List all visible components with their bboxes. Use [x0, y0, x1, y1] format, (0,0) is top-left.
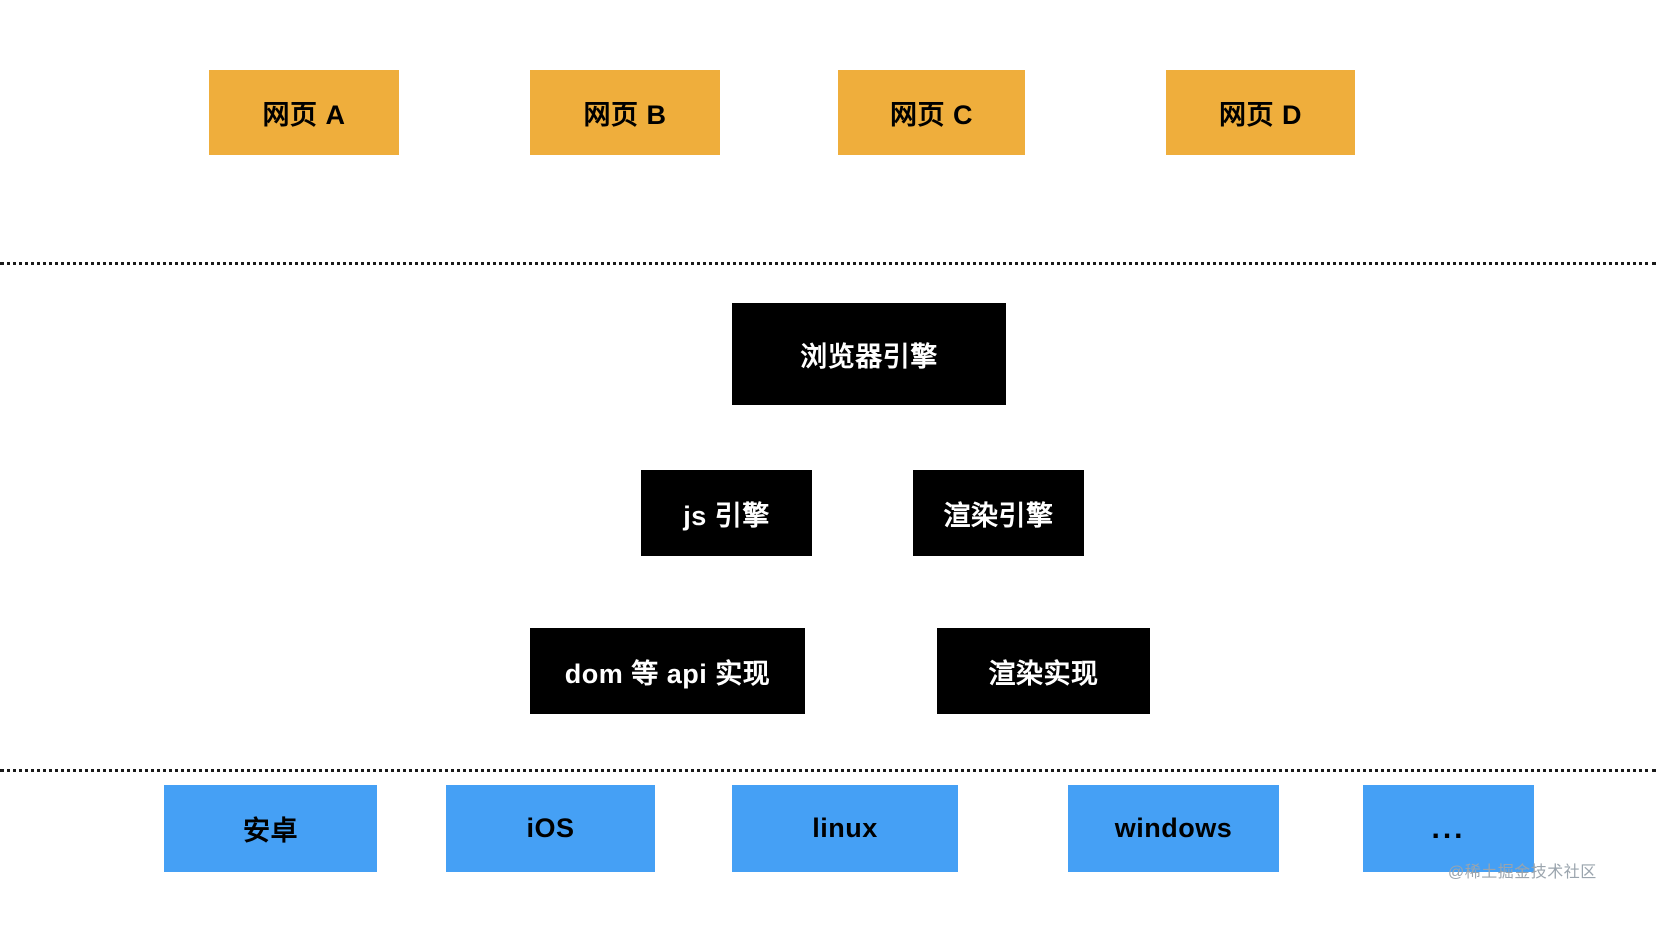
os-box-4: ... — [1363, 785, 1534, 872]
os-box-3: windows — [1068, 785, 1279, 872]
divider-webpage-engine — [0, 262, 1656, 265]
webpage-box-0: 网页 A — [209, 70, 399, 155]
divider-engine-os — [0, 769, 1656, 772]
webpage-box-3: 网页 D — [1166, 70, 1355, 155]
watermark-label: @稀土掘金技术社区 — [1448, 864, 1597, 881]
webpage-box-1: 网页 B — [530, 70, 720, 155]
os-box-0: 安卓 — [164, 785, 377, 872]
engine-box-3: dom 等 api 实现 — [530, 628, 805, 714]
engine-box-0: 浏览器引擎 — [732, 303, 1006, 405]
webpage-box-2: 网页 C — [838, 70, 1025, 155]
os-box-1: iOS — [446, 785, 655, 872]
os-box-2: linux — [732, 785, 958, 872]
engine-box-2: 渲染引擎 — [913, 470, 1084, 556]
engine-box-4: 渲染实现 — [937, 628, 1150, 714]
engine-box-1: js 引擎 — [641, 470, 812, 556]
